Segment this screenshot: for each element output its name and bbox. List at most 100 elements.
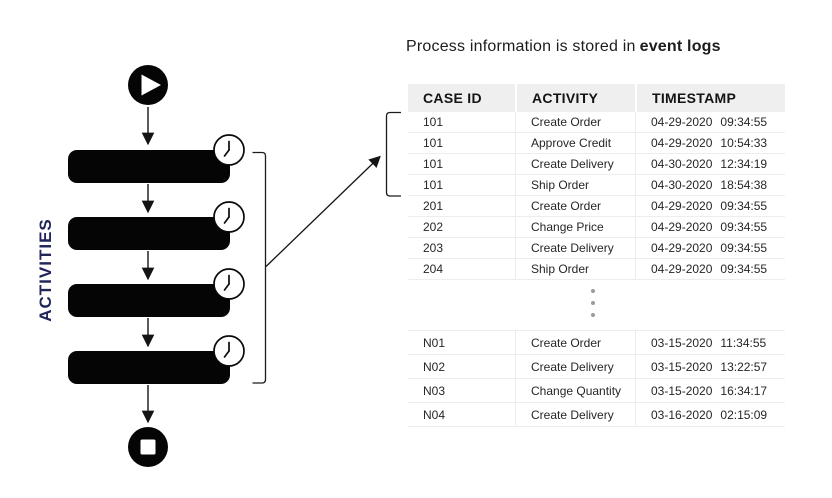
play-icon <box>128 65 168 105</box>
timestamp-date: 03-15-2020 <box>651 335 713 350</box>
cell-case-id: 101 <box>423 157 444 171</box>
cell-case-id: 201 <box>423 199 444 213</box>
case-rows-bracket <box>385 111 401 197</box>
process-flow-diagram <box>68 65 401 467</box>
mapping-arrow <box>265 155 381 267</box>
event-log-row: 202 Change Price 04-29-2020 09:34:55 <box>408 217 785 238</box>
event-log-row: N01 Create Order 03-15-2020 11:34:55 <box>408 331 785 355</box>
event-log-row: 101 Create Order 04-29-2020 09:34:55 <box>408 112 785 133</box>
event-log-row: N03 Change Quantity 03-15-2020 16:34:17 <box>408 379 785 403</box>
cell-timestamp: 04-29-2020 10:54:33 <box>635 133 785 153</box>
clock-icon <box>213 268 245 300</box>
cell-timestamp: 04-29-2020 09:34:55 <box>635 217 785 237</box>
timestamp-time: 12:34:19 <box>720 157 768 171</box>
event-log-row: 101 Create Delivery 04-30-2020 12:34:19 <box>408 154 785 175</box>
timestamp-date: 04-29-2020 <box>651 262 713 276</box>
cell-case-id: 101 <box>423 178 444 192</box>
timestamp-time: 09:34:55 <box>720 220 768 234</box>
timestamp-date: 04-29-2020 <box>651 115 713 129</box>
cell-timestamp: 04-29-2020 09:34:55 <box>635 259 785 279</box>
cell-timestamp: 04-30-2020 18:54:38 <box>635 175 785 195</box>
event-log-row: 101 Approve Credit 04-29-2020 10:54:33 <box>408 133 785 154</box>
timestamp-time: 11:34:55 <box>720 335 767 350</box>
timestamp-date: 04-30-2020 <box>651 157 713 171</box>
cell-timestamp: 03-15-2020 11:34:55 <box>635 331 785 354</box>
cell-activity: Ship Order <box>515 175 635 195</box>
cell-timestamp: 04-30-2020 12:34:19 <box>635 154 785 174</box>
timestamp-date: 04-29-2020 <box>651 241 713 255</box>
cell-timestamp: 03-15-2020 13:22:57 <box>635 355 785 378</box>
activities-bracket <box>252 151 267 384</box>
event-log-row: 101 Ship Order 04-30-2020 18:54:38 <box>408 175 785 196</box>
cell-activity: Change Price <box>515 217 635 237</box>
timestamp-date: 03-16-2020 <box>651 407 713 422</box>
header-case-id: CASE ID <box>423 90 482 106</box>
event-log-row: N04 Create Delivery 03-16-2020 02:15:09 <box>408 403 785 427</box>
event-log-row: N02 Create Delivery 03-15-2020 13:22:57 <box>408 355 785 379</box>
cell-case-id: 101 <box>423 136 444 150</box>
timestamp-time: 09:34:55 <box>720 199 768 213</box>
cell-activity: Create Order <box>515 331 635 354</box>
timestamp-date: 03-15-2020 <box>651 359 713 374</box>
ellipsis-dot <box>591 313 595 317</box>
activity-box <box>68 217 230 250</box>
cell-case-id: 204 <box>423 262 444 276</box>
event-log-row: 203 Create Delivery 04-29-2020 09:34:55 <box>408 238 785 259</box>
cell-activity: Create Delivery <box>515 238 635 258</box>
cell-timestamp: 03-15-2020 16:34:17 <box>635 379 785 402</box>
cell-case-id: 101 <box>423 115 444 129</box>
timestamp-date: 04-30-2020 <box>651 178 713 192</box>
cell-case-id: N01 <box>423 335 446 350</box>
cell-timestamp: 04-29-2020 09:34:55 <box>635 196 785 216</box>
table-header-row: CASE ID ACTIVITY TIMESTAMP <box>408 84 785 112</box>
cell-activity: Change Quantity <box>515 379 635 402</box>
timestamp-time: 10:54:33 <box>720 136 768 150</box>
event-log-row: 201 Create Order 04-29-2020 09:34:55 <box>408 196 785 217</box>
activity-box <box>68 150 230 183</box>
timestamp-time: 13:22:57 <box>720 359 768 374</box>
stop-icon <box>128 427 168 467</box>
timestamp-time: 18:54:38 <box>720 178 768 192</box>
activity-box <box>68 351 230 384</box>
cell-timestamp: 04-29-2020 09:34:55 <box>635 112 785 132</box>
header-timestamp: TIMESTAMP <box>635 84 785 112</box>
cell-activity: Create Delivery <box>515 355 635 378</box>
timestamp-date: 03-15-2020 <box>651 383 713 398</box>
cell-activity: Create Delivery <box>515 403 635 426</box>
timestamp-date: 04-29-2020 <box>651 199 713 213</box>
cell-case-id: 202 <box>423 220 444 234</box>
timestamp-time: 02:15:09 <box>720 407 768 422</box>
timestamp-time: 09:34:55 <box>720 262 768 276</box>
cell-timestamp: 04-29-2020 09:34:55 <box>635 238 785 258</box>
ellipsis-dot <box>591 289 595 293</box>
title-text: Process information is stored in <box>406 38 636 55</box>
timestamp-time: 16:34:17 <box>720 383 768 398</box>
cell-timestamp: 03-16-2020 02:15:09 <box>635 403 785 426</box>
cell-case-id: 203 <box>423 241 444 255</box>
cell-activity: Approve Credit <box>515 133 635 153</box>
cell-activity: Create Delivery <box>515 154 635 174</box>
table-continuation-ellipsis <box>408 280 785 330</box>
event-log-row: 204 Ship Order 04-29-2020 09:34:55 <box>408 259 785 280</box>
timestamp-time: 09:34:55 <box>720 241 768 255</box>
cell-activity: Create Order <box>515 112 635 132</box>
header-activity: ACTIVITY <box>515 84 635 112</box>
cell-activity: Ship Order <box>515 259 635 279</box>
cell-activity: Create Order <box>515 196 635 216</box>
ellipsis-dot <box>591 301 595 305</box>
cell-case-id: N04 <box>423 407 446 422</box>
cell-case-id: N02 <box>423 359 446 374</box>
timestamp-date: 04-29-2020 <box>651 220 713 234</box>
timestamp-date: 04-29-2020 <box>651 136 713 150</box>
activity-box <box>68 284 230 317</box>
clock-icon <box>213 134 245 166</box>
timestamp-time: 09:34:55 <box>720 115 768 129</box>
clock-icon <box>213 201 245 233</box>
title-bold-text: event logs <box>639 38 721 55</box>
cell-case-id: N03 <box>423 383 446 398</box>
